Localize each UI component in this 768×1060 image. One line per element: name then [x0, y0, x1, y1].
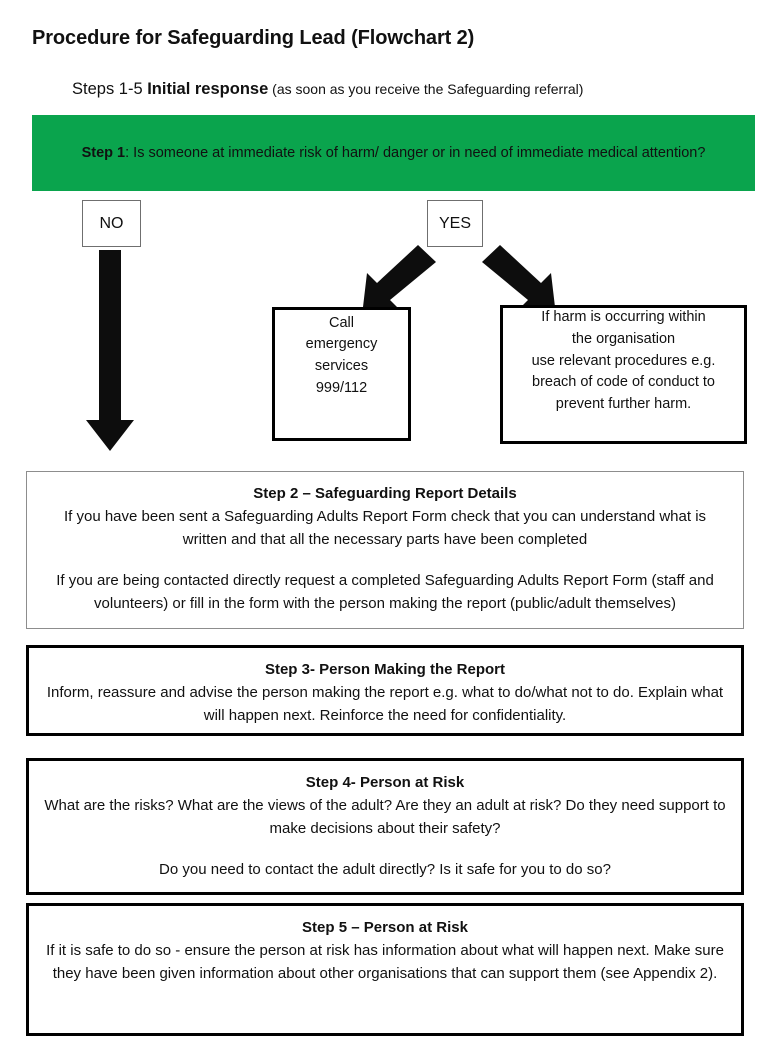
branch-label-no-text: NO [99, 214, 124, 232]
step1-question: Is someone at immediate risk of harm/ da… [133, 144, 706, 161]
paragraph: Inform, reassure and advise the person m… [46, 683, 724, 724]
branch-label-no: NO [82, 200, 141, 247]
step-3-title: Step 3- Person Making the Report [264, 661, 506, 678]
subtitle-suffix: (as soon as you receive the Safeguarding… [268, 81, 584, 97]
branch-label-yes-text: YES [438, 214, 471, 232]
step-box-step-5: Step 5 – Person at Risk If it is safe to… [26, 903, 744, 1036]
step-4-title: Step 4- Person at Risk [305, 774, 465, 791]
step-5-title: Step 5 – Person at Risk [302, 919, 468, 936]
step1-separator: : [125, 144, 134, 161]
paragraph: Do you need to contact the adult directl… [159, 861, 611, 879]
step-2-title: Step 2 – Safeguarding Report Details [253, 485, 517, 502]
paragraph: If it is safe to do so - ensure the pers… [46, 941, 724, 982]
step-box-step-4: Step 4- Person at Risk What are the risk… [26, 758, 744, 895]
paragraph: What are the risks? What are the views o… [44, 796, 726, 837]
step-3-body: Inform, reassure and advise the person m… [43, 682, 727, 728]
step1-banner: Step 1: Is someone at immediate risk of … [32, 115, 755, 191]
arrow-down-icon [86, 250, 134, 451]
step1-label: Step 1 [81, 144, 126, 161]
page-title: Procedure for Safeguarding Lead (Flowcha… [32, 27, 475, 49]
branch-label-yes: YES [427, 200, 483, 247]
arrow-diagonal-down-left-icon [363, 245, 436, 310]
arrow-diagonal-down-right-icon [482, 245, 555, 310]
step1-text: Step 1: Is someone at immediate risk of … [82, 142, 706, 164]
paragraph: If you have been sent a Safeguarding Adu… [63, 507, 707, 548]
step-2-body: If you have been sent a Safeguarding Adu… [41, 506, 729, 616]
step-box-step-3: Step 3- Person Making the Report Inform,… [26, 645, 744, 736]
step-box-step-2: Step 2 – Safeguarding Report Details If … [26, 471, 744, 629]
paragraph: If you are being contacted directly requ… [56, 572, 714, 613]
step-4-body: What are the risks? What are the views o… [43, 795, 727, 882]
subtitle-emphasis: Initial response [147, 80, 269, 98]
subtitle-prefix: Steps 1-5 [72, 80, 148, 98]
subtitle-line: Steps 1-5 Initial response (as soon as y… [72, 80, 583, 99]
step-5-body: If it is safe to do so - ensure the pers… [43, 940, 727, 986]
